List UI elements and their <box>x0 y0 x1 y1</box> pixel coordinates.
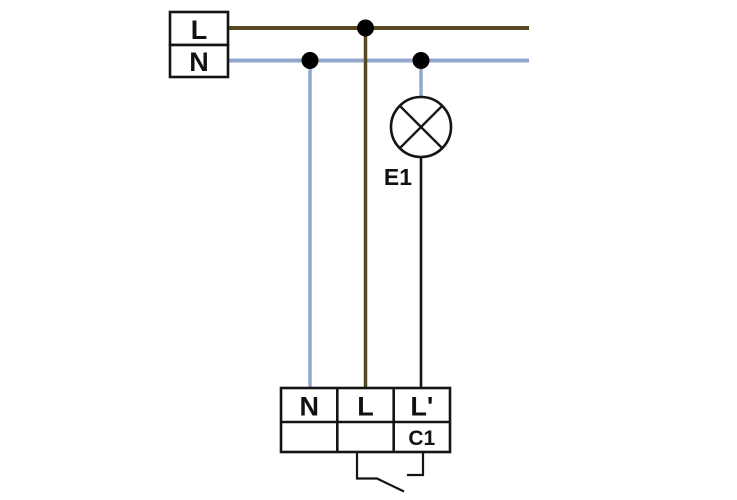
live-junction-dot <box>357 19 374 37</box>
switch-contact-lead <box>407 452 425 477</box>
drop-wires <box>308 28 423 390</box>
switch-common-lead-and-blade <box>355 452 405 493</box>
supply-live-cell <box>168 10 230 47</box>
switch-contact-symbol <box>355 452 425 493</box>
contact-label-c1: C1 <box>408 427 435 450</box>
terminal-label-l-prime: L' <box>410 392 433 422</box>
supply-live-label: L <box>191 15 208 45</box>
terminal-block-outline <box>279 386 452 454</box>
lamp-label: E1 <box>384 164 412 190</box>
supply-neutral-cell <box>168 43 230 79</box>
lamp-symbol: E1 <box>384 95 453 190</box>
supply-neutral-label: N <box>189 47 209 77</box>
terminal-label-n: N <box>299 392 319 422</box>
neutral-junction-dot-right <box>412 52 430 69</box>
neutral-junction-dot-left <box>301 52 319 69</box>
supply-terminal-box: L N <box>168 10 230 79</box>
lamp-cross-stroke-2 <box>398 104 444 150</box>
device-terminal-block: N L L' C1 <box>279 386 452 454</box>
terminal-label-l: L <box>357 392 374 422</box>
supply-wires <box>228 26 529 63</box>
junction-dots <box>301 19 430 69</box>
